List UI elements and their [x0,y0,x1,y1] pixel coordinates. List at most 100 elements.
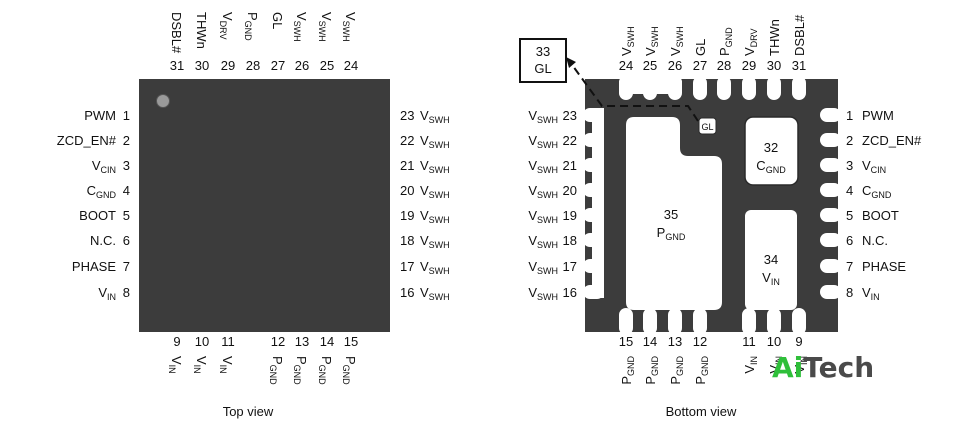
top-pin-24-number: 24 [344,58,358,73]
top-pin-30-number: 30 [195,58,209,73]
bv-bottom-pin-13-number: 13 [668,334,682,349]
bv-bottom-pin-11-number: 11 [742,334,756,349]
top-pin-31-name: DSBL# [169,12,184,54]
bv-top-pin-27-name: GL [693,39,708,56]
bv-top-pin-25-number: 25 [643,58,657,73]
bv-right-pad [820,233,841,247]
bv-bottom-pin-14-number: 14 [643,334,657,349]
bv-bottom-pin-15-name: PGND [619,356,636,385]
pad-34-name: VIN [762,270,780,287]
bv-top-pin-31-name: DSBL# [792,14,807,56]
bv-top-pin-25-name: VSWH [643,26,660,56]
bv-right-pad [820,208,841,222]
bv-top-pin-28-name: PGND [717,27,734,56]
bv-bottom-pin-9-name: VIN [792,356,809,374]
bv-left-pin-17-number: 17 [563,259,577,274]
bottom-pin-10-name: VIN [192,356,209,374]
top-right-pin-23-number: 23 [400,108,414,123]
top-pin-31-number: 31 [170,58,184,73]
top-pin-24-name: VSWH [341,12,358,42]
bv-right-pin-5-number: 5 [846,208,853,223]
bv-right-pin-8-name: VIN [862,285,880,302]
bv-top-pin-26-name: VSWH [668,26,685,56]
bv-bottom-pad [792,308,806,335]
pad-35-name: PGND [657,225,686,242]
pad-33-tab-label: GL [701,122,713,132]
bv-top-pin-30-number: 30 [767,58,781,73]
bv-top-pin-27-number: 27 [693,58,707,73]
bv-top-pin-29-number: 29 [742,58,756,73]
top-left-pin-1-name: PWM [84,108,116,123]
bv-bottom-pin-10-number: 10 [767,334,781,349]
callout-33-name: GL [534,61,551,76]
top-right-pin-18-number: 18 [400,233,414,248]
pad-32-number: 32 [764,140,778,155]
bv-top-pad [792,76,806,100]
bv-top-pin-29-name: VDRV [742,28,759,56]
top-left-pin-8-name: VIN [98,285,116,302]
pad-32-name: CGND [756,158,786,175]
bv-right-pad [820,285,841,299]
top-right-pin-16-name: VSWH [420,285,450,302]
bottom-pin-13-name: PGND [292,356,309,385]
bv-right-pin-1-name: PWM [862,108,894,123]
pad-33-gl-tab [698,117,717,135]
top-pin-28-name: PGND [243,12,260,41]
top-right-pin-19-number: 19 [400,208,414,223]
top-left-pin-5-name: BOOT [79,208,116,223]
bv-bottom-pad [767,308,781,335]
bv-bottom-pin-9-number: 9 [795,334,802,349]
top-left-pin-7-name: PHASE [72,259,116,274]
bottom-pin-12-number: 12 [271,334,285,349]
bv-left-pin-18-name: VSWH [528,233,558,250]
bottom-pin-13-number: 13 [295,334,309,349]
top-left-pin-2-name: ZCD_EN# [57,133,117,148]
bv-left-pin-20-number: 20 [563,183,577,198]
top-pin-29-name: VDRV [218,12,235,40]
bottom-pin-11-number: 11 [221,334,235,349]
top-pin-26-name: VSWH [292,12,309,42]
bv-left-pin-18-number: 18 [563,233,577,248]
bv-bottom-pad [643,308,657,335]
top-right-pin-22-number: 22 [400,133,414,148]
pin1-marker-dot [156,94,170,108]
bv-top-pad [717,76,731,100]
bv-left-pin-19-name: VSWH [528,208,558,225]
top-right-pin-20-name: VSWH [420,183,450,200]
top-pin-26-number: 26 [295,58,309,73]
pad-35-number: 35 [664,207,678,222]
top-left-pin-6-name: N.C. [90,233,116,248]
bv-right-pad [820,133,841,147]
bottom-pin-14-number: 14 [320,334,334,349]
bv-bottom-pad [742,308,756,335]
top-left-pin-3-number: 3 [123,158,130,173]
pad-35-pgnd [626,117,722,310]
callout-33-number: 33 [536,44,550,59]
bv-top-pin-24-number: 24 [619,58,633,73]
bv-right-pin-4-name: CGND [862,183,892,200]
top-left-pin-4-name: CGND [87,183,117,200]
bv-right-pin-5-name: BOOT [862,208,899,223]
bv-top-pin-28-number: 28 [717,58,731,73]
bv-bottom-pad [619,308,633,335]
bv-bottom-pin-12-number: 12 [693,334,707,349]
bottom-pin-9-name: VIN [167,356,184,374]
callout-arrowhead [566,57,576,68]
bottom-pin-15-name: PGND [341,356,358,385]
top-left-pin-1-number: 1 [123,108,130,123]
bv-left-pin-20-name: VSWH [528,183,558,200]
top-left-pin-6-number: 6 [123,233,130,248]
bv-bottom-pin-14-name: PGND [643,356,660,385]
bv-top-pad [767,76,781,100]
bv-bottom-pin-12-name: PGND [693,356,710,385]
bv-left-pin-19-number: 19 [563,208,577,223]
top-left-pin-5-number: 5 [123,208,130,223]
bv-left-pin-21-number: 21 [563,158,577,173]
bv-right-pin-6-name: N.C. [862,233,888,248]
top-right-pin-17-number: 17 [400,259,414,274]
bottom-view-caption: Bottom view [666,404,737,419]
top-right-pin-19-name: VSWH [420,208,450,225]
bottom-pin-11-name: VIN [218,356,235,374]
top-right-pin-21-number: 21 [400,158,414,173]
